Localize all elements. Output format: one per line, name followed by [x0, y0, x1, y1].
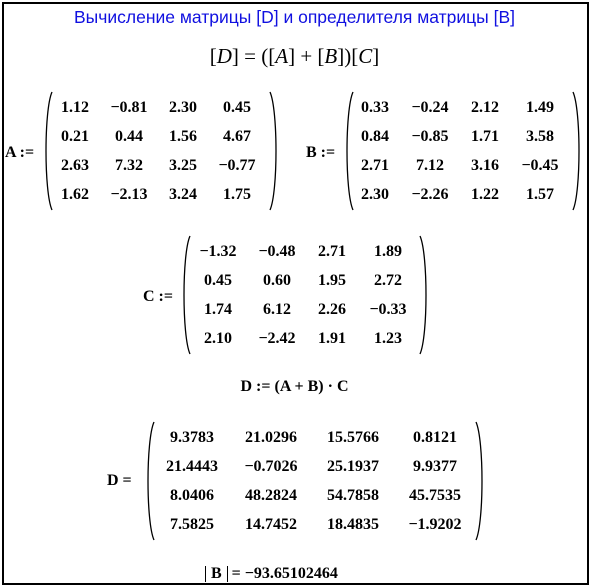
matrix-c-cell: 1.91	[318, 330, 346, 347]
matrix-a-cell: −0.81	[110, 99, 148, 116]
matrix-a-cell: 1.56	[169, 128, 197, 145]
matrix-d-cell: 21.4443	[166, 458, 218, 475]
matrix-c-cell: 1.89	[374, 243, 402, 260]
matrix-c-cell: 2.71	[318, 243, 346, 260]
matrix-b-cell: −0.85	[411, 128, 449, 145]
matrix-a-cell: 1.75	[223, 186, 251, 203]
matrix-a-cell: 4.67	[223, 128, 251, 145]
matrix-b-cell: 1.71	[471, 128, 499, 145]
matrix-a-cell: −0.77	[218, 157, 256, 174]
matrix-b-cell: 3.58	[526, 128, 554, 145]
formula-symbol-b: B	[324, 44, 338, 68]
matrix-d-cell: −0.7026	[244, 458, 298, 475]
matrix-b-cell: 3.16	[471, 157, 499, 174]
matrix-c-grid: −1.32 −0.48 2.71 1.89 0.45 0.60 1.95 2.72 1.74 6.…	[190, 237, 420, 353]
matrix-c-label: C :=	[143, 288, 173, 305]
matrix-c-cell: −0.48	[258, 243, 296, 260]
formula-symbol-a: A	[275, 44, 289, 68]
matrix-a-cell: 0.45	[223, 99, 251, 116]
formula-symbol-d: D	[216, 44, 232, 68]
matrix-c-cell: 1.74	[204, 301, 232, 318]
matrix-a: 1.12 −0.81 2.30 0.45 0.21 0.44 1.56 4.67 2.63 7.3…	[44, 90, 278, 212]
matrix-b-cell: 7.12	[416, 157, 444, 174]
matrix-b-cell: 0.84	[361, 128, 389, 145]
matrix-a-parentheses	[45, 91, 277, 211]
matrix-b-cell: 1.49	[526, 99, 554, 116]
matrix-b-grid: 0.33 −0.24 2.12 1.49 0.84 −0.85 1.71 3.58 2.71 7.…	[351, 93, 571, 209]
matrix-c-cell: 0.60	[263, 272, 291, 289]
matrix-c-cell: −1.32	[199, 243, 237, 260]
matrix-d-cell: 14.7452	[245, 516, 297, 533]
matrix-d-cell: 21.0296	[245, 429, 297, 446]
matrix-a-cell: 1.62	[61, 186, 89, 203]
formula-symbol-c: C	[358, 44, 373, 68]
matrix-d-cell: 54.7858	[327, 487, 379, 504]
matrix-a-grid: 1.12 −0.81 2.30 0.45 0.21 0.44 1.56 4.67 2.63 7.3…	[50, 93, 266, 209]
matrix-d-cell: 8.0406	[170, 487, 214, 504]
matrix-a-cell: 2.63	[61, 157, 89, 174]
matrix-c-cell: −2.42	[258, 330, 296, 347]
matrix-d-parentheses	[147, 421, 483, 541]
matrix-a-cell: 3.24	[169, 186, 197, 203]
matrix-c-cell: 2.10	[204, 330, 232, 347]
matrix-c-cell: 2.72	[374, 272, 402, 289]
determinant-bars: B	[205, 566, 228, 582]
matrix-c-parentheses	[183, 235, 427, 355]
matrix-c-cell: 1.23	[374, 330, 402, 347]
matrix-a-cell: 0.21	[61, 128, 89, 145]
matrix-d-cell: 25.1937	[327, 458, 379, 475]
matrix-b-cell: 2.12	[471, 99, 499, 116]
matrix-b-parentheses	[346, 91, 580, 211]
determinant-matrix-symbol: B	[211, 565, 222, 582]
matrix-c-cell: 2.26	[318, 301, 346, 318]
matrix-b-cell: −2.26	[411, 186, 449, 203]
matrix-b-cell: 0.33	[361, 99, 389, 116]
worksheet-title: Вычисление матрицы [D] и определителя ма…	[73, 7, 516, 27]
matrix-d-cell: 9.9377	[413, 458, 457, 475]
matrix-b-cell: 1.57	[526, 186, 554, 203]
matrix-d-cell: 18.4835	[327, 516, 379, 533]
matrix-d-cell: 45.7535	[409, 487, 461, 504]
matrix-b-cell: 2.71	[361, 157, 389, 174]
matrix-b-cell: −0.45	[521, 157, 559, 174]
matrix-a-cell: 3.25	[169, 157, 197, 174]
matrix-c-cell: 1.95	[318, 272, 346, 289]
matrix-c-cell: 0.45	[204, 272, 232, 289]
matrix-d-cell: 15.5766	[327, 429, 379, 446]
matrix-a-cell: 2.30	[169, 99, 197, 116]
matrix-d-cell: 9.3783	[170, 429, 214, 446]
matrix-b-cell: 1.22	[471, 186, 499, 203]
main-formula: [D] = ([A] + [B])[C]	[209, 44, 380, 68]
matrix-d-cell: 0.8121	[413, 429, 457, 446]
matrix-a-cell: −2.13	[110, 186, 148, 203]
matrix-b-cell: −0.24	[411, 99, 449, 116]
matrix-d-label: D =	[107, 472, 132, 489]
matrix-d-cell: 7.5825	[170, 516, 214, 533]
matrix-a-cell: 7.32	[115, 157, 143, 174]
matrix-d-cell: −1.9202	[408, 516, 462, 533]
matrix-b: 0.33 −0.24 2.12 1.49 0.84 −0.85 1.71 3.58 2.71 7.…	[345, 90, 581, 212]
determinant-value: = −93.65102464	[231, 565, 338, 582]
matrix-a-label: A :=	[5, 144, 35, 161]
matrix-a-cell: 1.12	[61, 99, 89, 116]
matrix-b-label: B :=	[306, 144, 336, 161]
matrix-c: −1.32 −0.48 2.71 1.89 0.45 0.60 1.95 2.72 1.74 6.…	[182, 234, 428, 356]
matrix-b-cell: 2.30	[361, 186, 389, 203]
matrix-d: 9.3783 21.0296 15.5766 0.8121 21.4443 −0.7026…	[146, 420, 484, 542]
matrix-a-cell: 0.44	[115, 128, 143, 145]
matrix-d-grid: 9.3783 21.0296 15.5766 0.8121 21.4443 −0.7026…	[154, 423, 476, 539]
matrix-c-cell: −0.33	[369, 301, 407, 318]
matrix-c-cell: 6.12	[263, 301, 291, 318]
determinant-result: B = −93.65102464	[205, 565, 338, 583]
formula-d-definition: D := (A + B) · C	[240, 378, 349, 395]
matrix-d-cell: 48.2824	[245, 487, 297, 504]
